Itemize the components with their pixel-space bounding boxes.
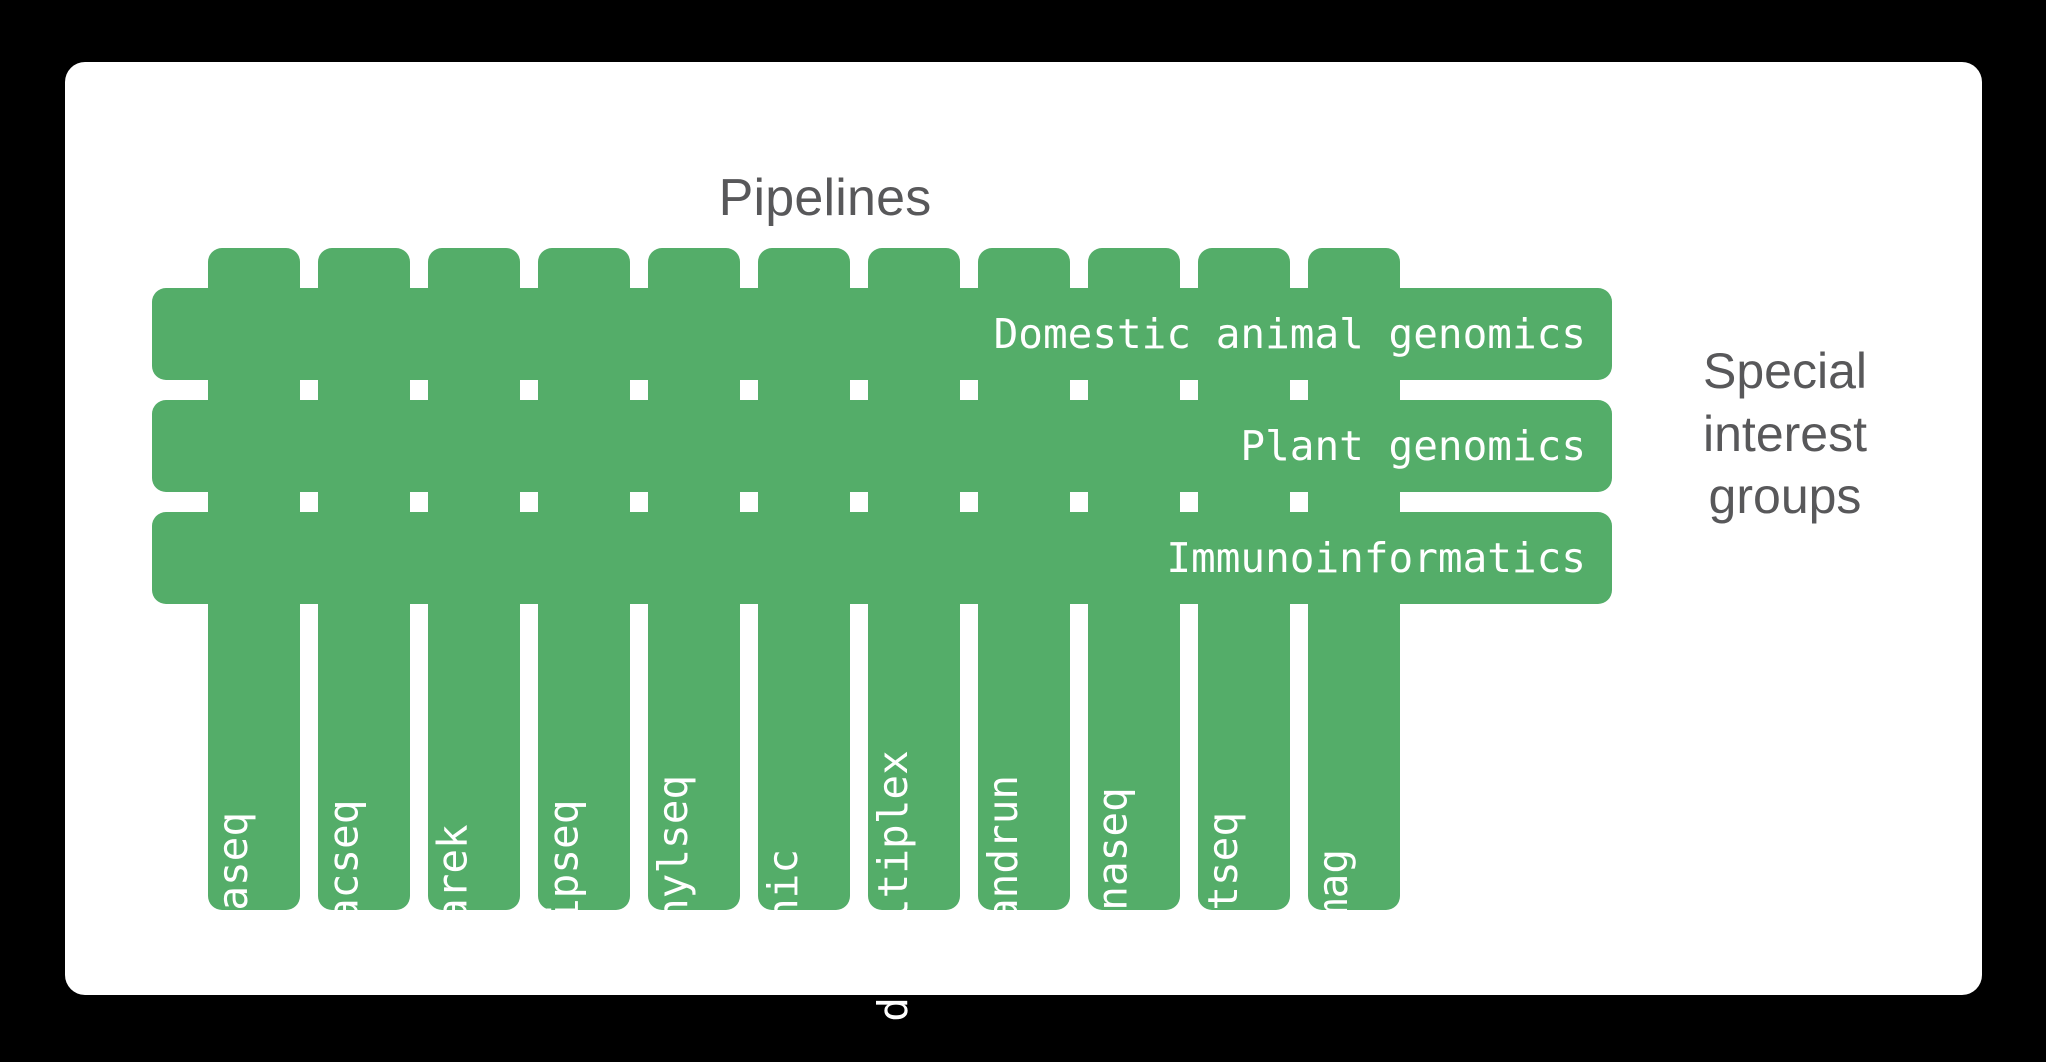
pipeline-label-methylseq: methylseq: [649, 774, 698, 998]
sig-heading-line-1: Special: [1703, 343, 1867, 399]
sig-heading-line-2: interest: [1703, 405, 1867, 462]
pipeline-label-cutandrun: cutandrun: [979, 774, 1028, 998]
sig-bar-immunoinformatics[interactable]: Immunoinformatics: [152, 512, 1612, 604]
special-interest-groups-heading: Special interest groups: [1635, 340, 1935, 528]
sig-heading-line-3: groups: [1708, 468, 1862, 524]
pipelines-sig-diagram: Pipelines Special interest groups rnaseq…: [65, 62, 1982, 1022]
sig-bar-label-immunoinformatics: Immunoinformatics: [1166, 533, 1586, 582]
pipeline-label-rnaseq: rnaseq: [209, 811, 258, 961]
pipelines-heading: Pipelines: [718, 169, 932, 227]
pipeline-label-atacseq: atacseq: [319, 799, 368, 973]
sig-bar-label-plant-genomics: Plant genomics: [1240, 421, 1586, 470]
pipeline-label-sarek: sarek: [429, 824, 478, 948]
pipeline-label-smrnaseq: smrnaseq: [1089, 787, 1138, 985]
pipeline-label-demultiplex: demultiplex: [869, 750, 917, 1022]
sig-bar-domestic-animal-genomics[interactable]: Domestic animal genomics: [152, 288, 1612, 380]
pipeline-label-mag: mag: [1309, 848, 1357, 924]
pipeline-label-hic: hic: [759, 848, 807, 924]
pipeline-label-chipseq: chipseq: [539, 799, 588, 973]
pipeline-label-hgtseq: hgtseq: [1199, 811, 1248, 961]
sig-bar-label-domestic-animal-genomics: Domestic animal genomics: [993, 309, 1586, 358]
sig-bar-plant-genomics[interactable]: Plant genomics: [152, 400, 1612, 492]
diagram-card: Pipelines Special interest groups rnaseq…: [65, 62, 1982, 1022]
